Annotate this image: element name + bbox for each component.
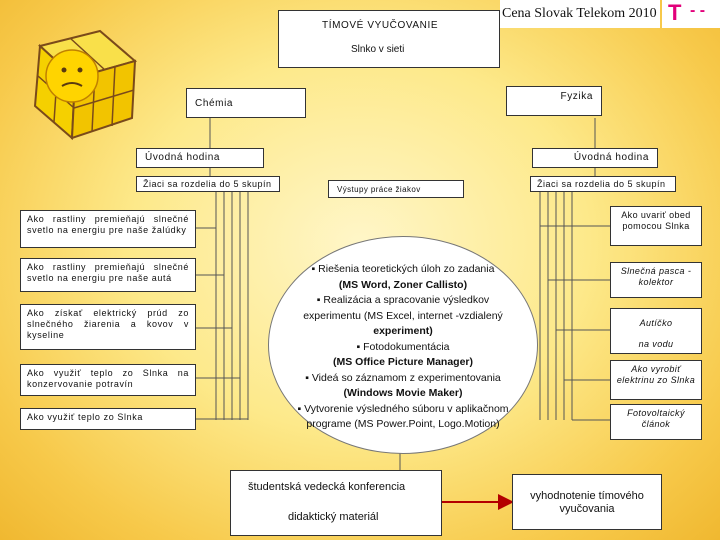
right-topic-5-text: Fotovoltaický článok <box>627 408 685 429</box>
right-topic-5: Fotovoltaický článok <box>610 404 702 440</box>
left-topic-2-text: Ako rastliny premieňajú slnečné svetlo n… <box>27 262 189 283</box>
output-line-10: ▪ Vytvorenie výsledného súboru v aplikač… <box>297 402 509 415</box>
intro-lesson-right-label: Úvodná hodina <box>573 152 649 163</box>
sun-cube-image <box>33 29 138 141</box>
groups-left: Žiaci sa rozdelia do 5 skupín <box>136 176 280 192</box>
left-topic-1-text: Ako rastliny premieňajú slnečné svetlo n… <box>27 214 189 235</box>
subject-chemistry: Chémia <box>186 88 306 118</box>
intro-lesson-left: Úvodná hodina <box>136 148 264 168</box>
right-topic-2-text: Slnečná pasca - kolektor <box>620 266 692 287</box>
competition-label: Cena Slovak Telekom 2010 <box>502 6 657 21</box>
groups-left-label: Žiaci sa rozdelia do 5 skupín <box>143 179 272 189</box>
outputs-box: Výstupy práce žiakov <box>328 180 464 198</box>
topic-label: Slnko v sieti <box>351 44 405 55</box>
left-topic-3-text: Ako získať elektrický prúd zo slnečného … <box>27 308 189 340</box>
intro-lesson-left-label: Úvodná hodina <box>145 152 221 163</box>
didactic-material-label: didaktický materiál <box>288 511 379 523</box>
output-line-4: experimentu (MS Excel, internet -vzdiale… <box>303 309 503 322</box>
output-line-6: ▪ Fotodokumentácia <box>356 340 450 353</box>
title-box <box>278 10 500 68</box>
logo-box <box>662 0 720 28</box>
left-topic-2: Ako rastliny premieňajú slnečné svetlo n… <box>20 258 196 292</box>
outcomes-box <box>230 470 442 536</box>
right-topic-4-text: Ako vyrobiť elektrinu zo Slnka <box>616 364 696 385</box>
right-topic-1-text: Ako uvariť obed pomocou Slnka <box>621 210 691 231</box>
groups-right: Žiaci sa rozdelia do 5 skupín <box>530 176 676 192</box>
right-topic-2: Slnečná pasca - kolektor <box>610 262 702 298</box>
left-topic-5: Ako využiť teplo zo Slnka <box>20 408 196 430</box>
output-line-5: experiment) <box>373 325 433 337</box>
output-line-9: (Windows Movie Maker) <box>343 387 463 399</box>
intro-lesson-right: Úvodná hodina <box>532 148 658 168</box>
left-topic-3: Ako získať elektrický prúd zo slnečného … <box>20 304 196 350</box>
left-topic-5-text: Ako využiť teplo zo Slnka <box>27 412 143 422</box>
evaluation-label: vyhodnotenie tímového vyučovania <box>530 490 644 515</box>
logo-dots-icon: - - <box>690 2 706 19</box>
right-topic-3-text: Autíčko <box>639 318 673 328</box>
output-line-2: (MS Word, Zoner Callisto) <box>338 278 468 291</box>
output-line-7: (MS Office Picture Manager) <box>332 356 474 368</box>
right-topic-4: Ako vyrobiť elektrinu zo Slnka <box>610 360 702 400</box>
output-line-8: ▪ Videá so záznamom z experimentovania <box>305 371 501 384</box>
subject-physics-label: Fyzika <box>560 91 593 102</box>
left-topic-4-text: Ako využiť teplo zo Slnka na konzervovan… <box>27 368 189 389</box>
subject-chemistry-label: Chémia <box>195 98 234 109</box>
right-topic-3: Autíčko na vodu <box>610 308 702 354</box>
output-line-1: ▪ Riešenia teoretických úloh zo zadania <box>311 263 495 275</box>
subject-physics: Fyzika <box>506 86 602 116</box>
telekom-logo-icon: T <box>668 0 682 25</box>
right-topic-1: Ako uvariť obed pomocou Slnka <box>610 206 702 246</box>
evaluation-box <box>512 474 662 530</box>
outputs-list: ▪ Riešenia teoretických úloh zo zadania … <box>268 262 538 433</box>
output-line-3: ▪ Realizácia a spracovanie výsledkov <box>316 294 490 306</box>
outputs-label: Výstupy práce žiakov <box>337 185 421 194</box>
competition-banner <box>500 0 660 28</box>
page-title: TÍMOVÉ VYUČOVANIE <box>322 20 439 31</box>
left-topic-1: Ako rastliny premieňajú slnečné svetlo n… <box>20 210 196 248</box>
output-line-11: programe (MS Power.Point, Logo.Motion) <box>306 418 500 430</box>
right-topic-3-subtext: na vodu <box>638 339 674 349</box>
groups-right-label: Žiaci sa rozdelia do 5 skupín <box>537 179 666 189</box>
left-topic-4: Ako využiť teplo zo Slnka na konzervovan… <box>20 364 196 396</box>
outputs-circle <box>268 236 538 454</box>
conference-label: študentská vedecká konferencia <box>248 481 406 493</box>
